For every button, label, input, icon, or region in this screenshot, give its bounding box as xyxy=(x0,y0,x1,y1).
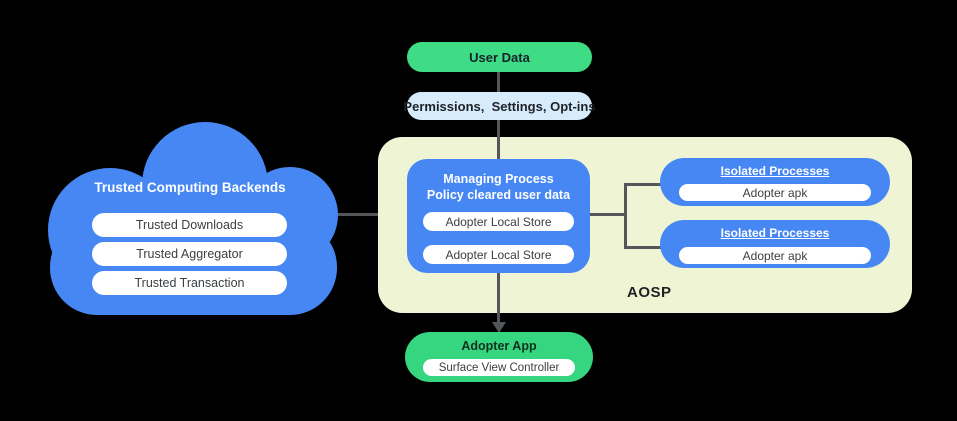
surface-view-controller: Surface View Controller xyxy=(423,359,575,376)
isolated-processes-title-1: Isolated Processes xyxy=(720,164,830,178)
connector-permissions-to-managing xyxy=(497,120,500,160)
isolated-processes-title-2: Isolated Processes xyxy=(720,226,830,240)
connector-managing-to-adopter-app xyxy=(497,273,500,324)
managing-process-title-line2: Policy cleared user data xyxy=(426,188,571,202)
managing-process-title-line1: Managing Process xyxy=(443,172,554,186)
arrow-down-icon xyxy=(492,322,506,333)
adopter-app-node: Adopter App Surface View Controller xyxy=(405,332,593,382)
user-data-label: User Data xyxy=(469,49,530,65)
cloud-item-trusted-transaction: Trusted Transaction xyxy=(92,271,287,295)
managing-process-node: Managing Process Policy cleared user dat… xyxy=(407,159,590,273)
isolated-processes-node-1: Isolated Processes Adopter apk xyxy=(660,158,890,206)
permissions-node: Permissions, Settings, Opt-ins xyxy=(403,92,596,120)
connector-cloud-to-managing xyxy=(300,213,407,216)
bracket-branch-top xyxy=(624,183,662,186)
aosp-label: AOSP xyxy=(627,284,672,301)
managing-process-title: Managing Process Policy cleared user dat… xyxy=(407,171,590,203)
adopter-apk-2: Adopter apk xyxy=(679,247,871,264)
isolated-processes-node-2: Isolated Processes Adopter apk xyxy=(660,220,890,268)
adopter-local-store-1: Adopter Local Store xyxy=(423,212,574,231)
permissions-label: Permissions, Settings, Opt-ins xyxy=(403,98,596,114)
adopter-app-title: Adopter App xyxy=(461,339,537,353)
cloud-title: Trusted Computing Backends xyxy=(94,180,286,195)
connector-userdata-to-permissions xyxy=(497,72,500,92)
adopter-local-store-2: Adopter Local Store xyxy=(423,245,574,264)
connector-managing-to-bracket xyxy=(590,213,626,216)
bracket-branch-bottom xyxy=(624,246,662,249)
adopter-apk-1: Adopter apk xyxy=(679,184,871,201)
cloud-item-trusted-aggregator: Trusted Aggregator xyxy=(92,242,287,266)
bracket-vertical-line xyxy=(624,183,627,249)
user-data-node: User Data xyxy=(407,42,592,72)
cloud-item-trusted-downloads: Trusted Downloads xyxy=(92,213,287,237)
